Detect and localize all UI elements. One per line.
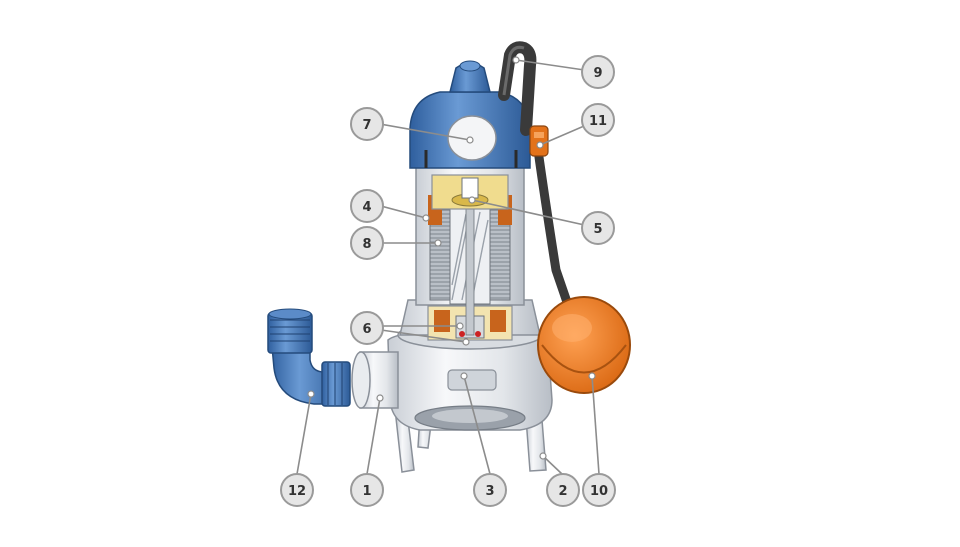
callout-2-label: 2 — [558, 484, 567, 499]
callout-3-label: 3 — [485, 484, 494, 499]
callout-11-label: 11 — [589, 114, 607, 129]
callout-5-label: 5 — [593, 222, 602, 237]
leader-lines — [296, 56, 600, 475]
callout-7-label: 7 — [362, 118, 371, 133]
callout-10-label: 10 — [590, 484, 608, 499]
callout-4: 4 — [350, 189, 384, 223]
callout-1: 1 — [350, 473, 384, 507]
float-cable — [533, 145, 573, 310]
callout-11: 11 — [581, 103, 615, 137]
impeller-area — [447, 369, 497, 391]
callout-6-label: 6 — [362, 322, 371, 337]
callout-2: 2 — [546, 473, 580, 507]
callout-6: 6 — [350, 311, 384, 345]
callout-7: 7 — [350, 107, 384, 141]
callout-9-label: 9 — [593, 66, 602, 81]
cable-clamp — [529, 125, 549, 157]
float-switch — [537, 296, 631, 394]
callout-10: 10 — [582, 473, 616, 507]
callout-8: 8 — [350, 226, 384, 260]
callout-5: 5 — [581, 211, 615, 245]
callout-1-label: 1 — [362, 484, 371, 499]
callout-12-label: 12 — [288, 484, 306, 499]
pump-body — [351, 60, 553, 473]
callout-8-label: 8 — [362, 237, 371, 252]
callout-3: 3 — [473, 473, 507, 507]
callout-4-label: 4 — [362, 200, 371, 215]
elbow-fitting — [267, 308, 351, 407]
callout-9: 9 — [581, 55, 615, 89]
callout-12: 12 — [280, 473, 314, 507]
